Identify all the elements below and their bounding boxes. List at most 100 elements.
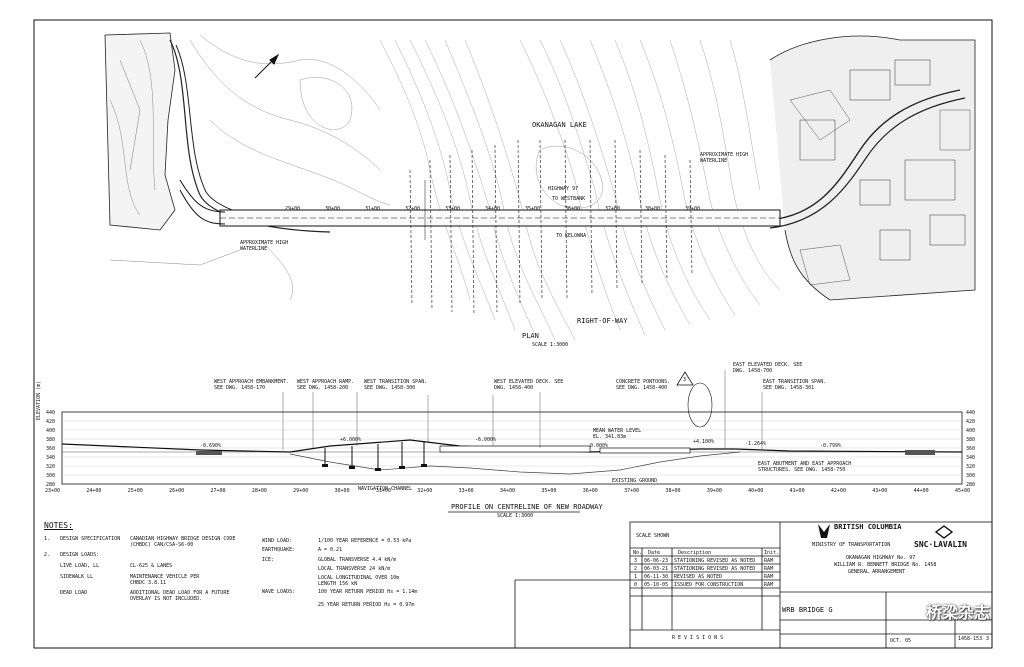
profile-view xyxy=(61,370,963,485)
rev-header-description: Description xyxy=(678,550,712,556)
bc-name: BRITISH COLUMBIA xyxy=(834,523,902,531)
east-waterline-label: APPROXIMATE HIGH WATERLINE xyxy=(700,152,749,164)
wind-load-value: 1/100 YEAR REFERENCE = 0.53 kPa xyxy=(318,538,412,544)
to-kelowna-label: TO KELOWNA xyxy=(556,233,587,239)
callout-west-elevated-deck: WEST ELEVATED DECK. SEE DWG. 1458-400 xyxy=(494,379,564,391)
grade-label: 0.000% xyxy=(590,443,609,449)
elevation-tick-left: 440 xyxy=(46,410,56,416)
plan-view xyxy=(104,32,976,341)
grade-label: -1.264% xyxy=(745,441,767,447)
ice-local-longitudinal-value: LOCAL LONGITUDINAL OVER 10m LENGTH 156 k… xyxy=(318,575,400,587)
project-line-3: GENERAL ARRANGEMENT xyxy=(848,569,906,575)
to-westbank-label: TO WESTBANK xyxy=(552,196,586,202)
earthquake-label: EARTHQUAKE: xyxy=(262,547,296,553)
revision-date: 06-06-23 xyxy=(644,558,669,564)
revision-date: 06-11-30 xyxy=(644,574,669,580)
profile-station-label: 34+00 xyxy=(500,488,516,494)
elevation-tick-left: 360 xyxy=(46,446,56,452)
live-load-label: LIVE LOAD, LL xyxy=(60,563,100,569)
profile-station-label: 40+00 xyxy=(748,488,764,494)
plan-station-label: 33+00 xyxy=(445,206,461,212)
sidewalk-load-value: MAINTENANCE VEHICLE PER CHBDC 3.8.11 xyxy=(130,574,200,586)
plan-station-label: 38+00 xyxy=(645,206,661,212)
elevation-axis-label-left: ELEVATION (m) xyxy=(36,380,42,420)
profile-station-label: 38+00 xyxy=(665,488,681,494)
rev-header-no: No. xyxy=(633,550,643,556)
elevation-tick-left: 280 xyxy=(46,482,56,488)
elevation-tick-left: 300 xyxy=(46,473,56,479)
elevation-tick-left: 420 xyxy=(46,419,56,425)
ice-local-transverse-value: LOCAL TRANSVERSE 24 kN/m xyxy=(318,566,391,572)
wind-load-label: WIND LOAD: xyxy=(262,538,293,544)
profile-station-label: 31+00 xyxy=(375,488,391,494)
revision-number: 3 xyxy=(634,558,638,564)
callout-west-approach-embankment: WEST APPROACH EMBANKMENT. SEE DWG. 1458-… xyxy=(214,379,290,391)
revisions-title: R E V I S I O N S xyxy=(672,635,724,641)
drawing-date: OCT. 05 xyxy=(890,638,912,644)
rev-header-init: Init. xyxy=(764,550,780,556)
elevation-tick-left: 400 xyxy=(46,428,56,434)
project-line-2: WILLIAM R. BENNETT BRIDGE No. 1458 xyxy=(834,562,937,568)
notes-title: NOTES: xyxy=(44,521,73,530)
plan-station-label: 30+00 xyxy=(325,206,341,212)
scale-label: SCALE SHOWN xyxy=(636,533,670,539)
east-abutment-label: EAST ABUTMENT AND EAST APPROACH STRUCTUR… xyxy=(758,461,852,473)
navigation-channel-label: NAVIGATION CHANNEL xyxy=(358,486,413,492)
firm-logo-text: SNC·LAVALIN xyxy=(914,540,967,549)
existing-ground-label: EXISTING GROUND xyxy=(612,478,658,484)
plan-station-label: 36+00 xyxy=(565,206,581,212)
revision-number: 1 xyxy=(634,574,638,580)
plan-station-label: 37+00 xyxy=(605,206,621,212)
revision-initials: RAM xyxy=(764,574,774,580)
note-2-number: 2. xyxy=(44,552,51,558)
plan-station-label: 32+00 xyxy=(405,206,421,212)
elevation-tick-right: 380 xyxy=(966,437,976,443)
plan-station-label: 31+00 xyxy=(365,206,381,212)
grade-label: -6.000% xyxy=(475,437,497,443)
bc-logo-mark xyxy=(818,524,830,538)
ice-global-value: GLOBAL TRANSVERSE 4.4 kN/m xyxy=(318,557,397,563)
grade-label: -0.690% xyxy=(200,443,222,449)
elevation-tick-right: 400 xyxy=(966,428,976,434)
profile-station-label: 26+00 xyxy=(169,488,185,494)
callout-west-transition-span: WEST TRANSITION SPAN. SEE DWG. 1458-300 xyxy=(364,379,428,391)
profile-station-label: 36+00 xyxy=(582,488,598,494)
dead-load-value: ADDITIONAL DEAD LOAD FOR A FUTURE OVERLA… xyxy=(130,590,230,602)
note-1-number: 1. xyxy=(44,536,51,542)
profile-station-label: 42+00 xyxy=(830,488,846,494)
profile-scale: SCALE 1:3000 xyxy=(497,513,534,519)
profile-station-label: 23+00 xyxy=(45,488,61,494)
note-1-value: CANADIAN HIGHWAY BRIDGE DESIGN CODE (CHB… xyxy=(130,536,236,548)
dead-load-label: DEAD LOAD xyxy=(60,590,88,596)
profile-station-label: 35+00 xyxy=(541,488,557,494)
profile-station-label: 27+00 xyxy=(210,488,226,494)
elevation-tick-left: 320 xyxy=(46,464,56,470)
rev-header-date: Date xyxy=(648,550,661,556)
sidewalk-load-label: SIDEWALK LL xyxy=(60,574,94,580)
revision-date: 06-03-21 xyxy=(644,566,669,572)
right-of-way-label: RIGHT-OF-WAY xyxy=(577,317,628,325)
wave-25yr-value: 25 YEAR RETURN PERIOD Hs = 0.97m xyxy=(318,602,415,608)
profile-station-label: 39+00 xyxy=(706,488,722,494)
elevation-tick-right: 280 xyxy=(966,482,976,488)
callout-west-approach-ramp: WEST APPROACH RAMP. SEE DWG. 1458-200 xyxy=(297,379,355,391)
revision-marker: 3 xyxy=(683,377,687,383)
profile-station-label: 33+00 xyxy=(458,488,474,494)
elevation-tick-right: 300 xyxy=(966,473,976,479)
revision-number: 0 xyxy=(634,582,638,588)
revision-description: STATIONING REVISED AS NOTED xyxy=(674,558,756,564)
elevation-tick-right: 320 xyxy=(966,464,976,470)
elevation-tick-left: 380 xyxy=(46,437,56,443)
profile-station-label: 43+00 xyxy=(872,488,888,494)
profile-station-label: 28+00 xyxy=(251,488,267,494)
drawing-label: WRB BRIDGE G xyxy=(782,606,833,614)
profile-station-label: 41+00 xyxy=(789,488,805,494)
ice-label: ICE: xyxy=(262,557,275,563)
callout-concrete-pontoons: CONCRETE PONTOONS. SEE DWG. 1458-400 xyxy=(616,379,671,391)
plan-station-label: 34+00 xyxy=(485,206,501,212)
revision-description: REVISED AS NOTED xyxy=(674,574,723,580)
plan-station-label: 39+00 xyxy=(685,206,701,212)
profile-station-label: 24+00 xyxy=(86,488,102,494)
revision-date: 05-10-05 xyxy=(644,582,669,588)
